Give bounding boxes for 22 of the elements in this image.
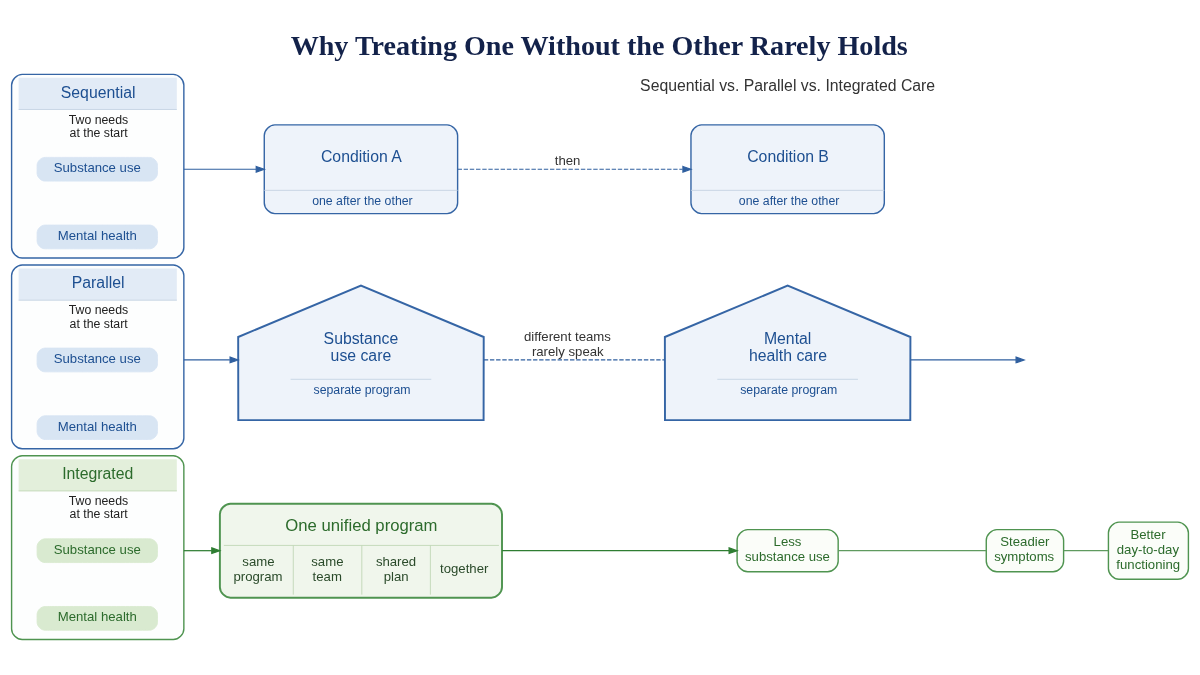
- node-box: Mental health: [36, 414, 158, 440]
- arrow: [183, 355, 240, 364]
- arrow: [457, 165, 693, 173]
- node-box: Less substance use: [736, 528, 839, 572]
- node-box: Substance use: [36, 537, 158, 563]
- connector: [483, 358, 666, 361]
- node-box: Substance use: [36, 156, 158, 182]
- node-box: Steadier symptoms: [985, 528, 1065, 572]
- node-box: Mental health: [36, 224, 158, 249]
- edge-label: then: [554, 152, 581, 168]
- node-box: Substance use: [36, 347, 158, 372]
- node-box: Mental health: [36, 605, 158, 631]
- edge-label: different teams rarely speak: [523, 328, 611, 359]
- connector: [1063, 549, 1109, 551]
- arrow: [183, 165, 266, 173]
- label: Sequential vs. Parallel vs. Integrated Care: [640, 76, 936, 94]
- connector: [837, 549, 987, 551]
- arrow: [183, 546, 222, 554]
- arrow: [501, 546, 739, 554]
- diagram-title: Why Treating One Without the Other Rarely Holds: [290, 29, 908, 61]
- node-box: Better day-to-day functioning: [1107, 520, 1190, 580]
- arrow: [909, 355, 1026, 364]
